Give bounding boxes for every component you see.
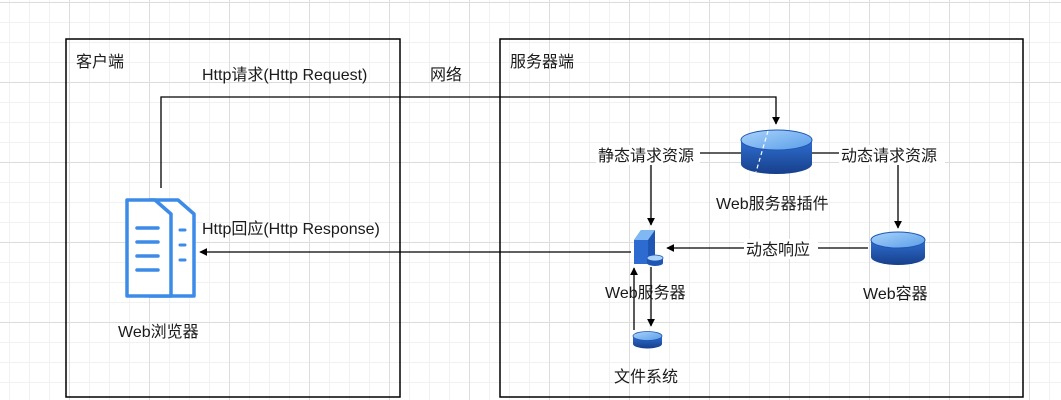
container-disk-icon — [870, 231, 926, 265]
response-label: Http回应(Http Response) — [202, 219, 380, 238]
request-label: Http请求(Http Request) — [202, 66, 367, 84]
network-label: 网络 — [430, 65, 462, 84]
server-box — [499, 38, 1024, 398]
dynamic-request-label: 动态请求资源 — [841, 147, 937, 165]
browser-label: Web浏览器 — [118, 323, 199, 341]
document-stack-icon — [125, 198, 196, 298]
server-title: 服务器端 — [510, 53, 574, 71]
server-tower-icon — [634, 230, 664, 266]
request-edge — [160, 96, 780, 188]
file-system-label: 文件系统 — [614, 368, 678, 386]
file-system-disk-icon — [632, 331, 663, 349]
dynamic-response-label: 动态响应 — [746, 240, 810, 259]
client-title: 客户端 — [76, 53, 124, 71]
static-request-label: 静态请求资源 — [598, 147, 694, 165]
container-label: Web容器 — [863, 285, 928, 303]
plugin-label: Web服务器插件 — [716, 195, 829, 213]
client-box — [65, 38, 401, 398]
web-server-label: Web服务器 — [605, 284, 686, 302]
plugin-disk-icon — [740, 129, 813, 174]
